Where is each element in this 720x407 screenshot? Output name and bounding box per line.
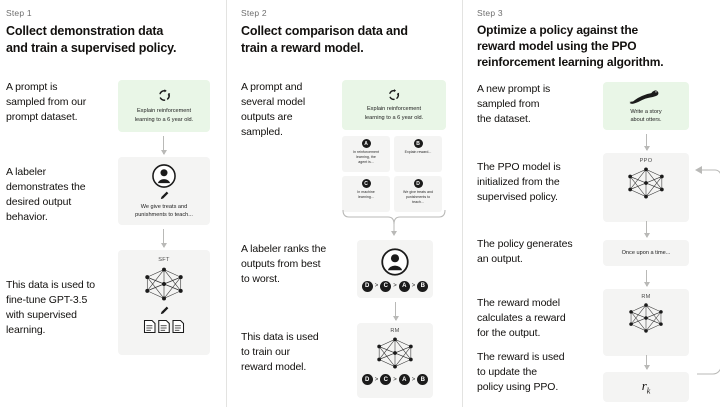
arrow-3-1 [643,134,650,151]
rank-1: D [361,374,373,385]
ppo-box: PPO [603,153,689,222]
prompt-box-1: Explain reinforcement learning to a 6 ye… [118,80,210,132]
documents-icon [143,319,185,334]
arrow-3-2 [643,221,650,238]
reward-box: rk [603,372,689,402]
neural-network-icon [141,265,187,303]
output-letter-c: C [361,179,371,188]
caption-2-2: A labeler ranks the outputs from best to… [241,243,327,285]
caption-1-2: A labeler demonstrates the desired outpu… [6,166,86,223]
reward-symbol: r [641,378,647,394]
rm-box-2: RM D [357,323,433,398]
arrow-1-2 [160,229,167,248]
rank-gt: > [393,376,397,383]
feedback-loop-arrow-icon [685,160,720,388]
rank-2: C [380,374,392,385]
output-letter-b: B [413,139,423,148]
ranking-order: D > C > A > B [361,280,429,292]
neural-network-icon [625,301,667,335]
output-card-a: A In reinforcement learning, the agent i… [342,136,390,172]
step-label-1: Step 1 [6,8,32,18]
step-title-3: Optimize a policy against the reward mod… [477,23,664,69]
prompt-box-2: Explain reinforcement learning to a 6 ye… [342,80,446,130]
ranking-box: D > C > A > B [357,240,433,298]
person-circle-icon [380,247,410,277]
arrow-3-4 [643,355,650,370]
neural-network-icon [624,165,668,201]
neural-network-icon [373,335,417,371]
rank-gt: > [393,283,397,289]
otter-icon [629,88,663,104]
pencil-icon [159,305,170,316]
rank-3: A [398,374,410,385]
column-step-2: Step 2 Collect comparison data and train… [226,0,462,407]
caption-3-4: The reward model calculates a reward for… [477,297,566,339]
output-text-d: We give treats and punishments to teach.… [403,190,433,205]
rank-1: D [361,280,373,292]
rank-4: B [417,374,429,385]
prompt-box-text-2: Explain reinforcement learning to a 6 ye… [364,106,424,121]
caption-3-1: A new prompt is sampled from the dataset… [477,83,551,125]
arrow-2-1 [392,302,399,321]
output-cards: A In reinforcement learning, the agent i… [342,136,442,212]
output-card-c: C In machine learning... [342,176,390,212]
model-tag-rm-3: RM [641,294,651,300]
labeler-box-text-1: We give treats and punishments to teach.… [135,203,193,218]
reward-subscript: k [646,386,651,396]
rm-box-3: RM [603,289,689,356]
caption-2-1: A prompt and several model outputs are s… [241,81,306,138]
rank-gt: > [411,376,416,383]
arrow-1-1 [160,136,167,155]
rank-4: B [417,280,429,292]
ranking-order-rm: D > C > A > B [361,374,429,385]
prompt-box-text-3: Write a story about otters. [630,108,662,123]
generated-output-text: Once upon a time... [621,249,671,256]
sft-box-1: SFT [118,250,210,355]
caption-1-3: This data is used to fine-tune GPT-3.5 w… [6,279,96,336]
arrow-3-3 [643,270,650,287]
output-card-b: B Explain reward... [394,136,442,172]
prompt-box-3: Write a story about otters. [603,82,689,130]
rank-gt: > [374,376,379,383]
caption-3-5: The reward is used to update the policy … [477,351,565,393]
generated-output-box: Once upon a time... [603,240,689,266]
step-title-1: Collect demonstration data and train a s… [6,24,177,55]
rank-3: A [398,280,410,292]
model-tag-sft: SFT [158,257,170,263]
output-card-d: D We give treats and punishments to teac… [394,176,442,212]
recycle-arrows-icon [387,88,401,102]
curly-brace-icon [341,208,447,236]
model-tag-ppo: PPO [639,158,653,164]
person-circle-icon [151,163,177,189]
column-step-1: Step 1 Collect demonstration data and tr… [0,0,226,407]
rank-gt: > [374,283,379,289]
pencil-icon [159,190,170,201]
rank-2: C [380,280,392,292]
prompt-box-text-1: Explain reinforcement learning to a 6 ye… [134,108,194,123]
caption-1-1: A prompt is sampled from our prompt data… [6,81,87,123]
output-text-c: In machine learning... [357,190,375,200]
recycle-arrows-icon [157,88,172,103]
output-text-b: Explain reward... [404,150,432,154]
caption-3-3: The policy generates an output. [477,238,573,265]
rank-gt: > [411,283,416,289]
column-step-3: Step 3 Optimize a policy against the rew… [462,0,720,407]
step-label-2: Step 2 [241,8,267,18]
step-label-3: Step 3 [477,8,503,18]
caption-3-2: The PPO model is initialized from the su… [477,161,561,203]
caption-2-3: This data is used to train our reward mo… [241,331,319,373]
output-letter-d: D [413,179,423,188]
labeler-box-1: We give treats and punishments to teach.… [118,157,210,225]
output-letter-a: A [361,139,371,148]
output-text-a: In reinforcement learning, the agent is.… [353,150,379,165]
reward-value: rk [642,378,651,396]
model-tag-rm: RM [390,328,400,334]
step-title-2: Collect comparison data and train a rewa… [241,24,408,55]
